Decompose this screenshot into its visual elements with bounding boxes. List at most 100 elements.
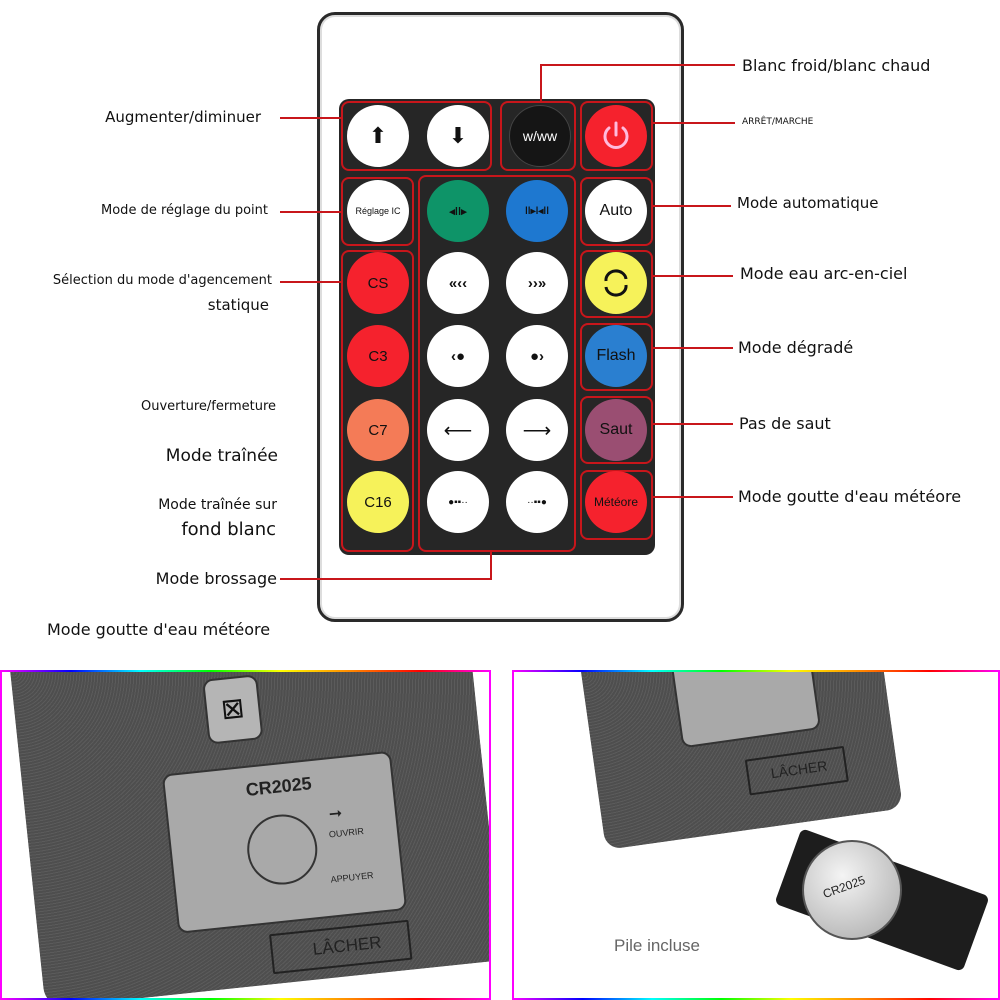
battery-plate: CR2025 ➞ OUVRIR APPUYER bbox=[161, 750, 408, 934]
reglage-ic-button[interactable]: Réglage IC bbox=[347, 180, 409, 242]
cycle-icon bbox=[604, 269, 628, 297]
remote-back-partial: LÂCHER bbox=[580, 670, 904, 851]
c3-button[interactable]: C3 bbox=[347, 325, 409, 387]
flash-button[interactable]: Flash bbox=[585, 325, 647, 387]
group-static bbox=[341, 250, 414, 552]
label-blanc: Blanc froid/blanc chaud bbox=[742, 56, 931, 75]
leader-line bbox=[653, 205, 731, 207]
lacher-tab: LÂCHER bbox=[269, 919, 413, 975]
chevrons-left-icon: «‹‹ bbox=[448, 274, 468, 292]
lacher-tab: LÂCHER bbox=[744, 745, 849, 796]
group-rainbow bbox=[580, 250, 653, 318]
arrow-right-icon: ⟶ bbox=[522, 419, 552, 442]
leader-line bbox=[540, 64, 542, 101]
auto-label: Auto bbox=[599, 202, 633, 219]
cs-button[interactable]: CS bbox=[347, 252, 409, 314]
label-goutte-left: Mode goutte d'eau météore bbox=[47, 620, 271, 639]
up-button[interactable]: ⬆ bbox=[347, 105, 409, 167]
remote-back: ⊠ CR2025 ➞ OUVRIR APPUYER LÂCHER bbox=[10, 670, 491, 1000]
group-reglage bbox=[341, 177, 414, 246]
trail-left-icon: ●▪▪·· bbox=[448, 496, 468, 508]
arrow-right-icon: ➞ bbox=[328, 805, 344, 824]
ouvrir-text: OUVRIR bbox=[328, 825, 365, 840]
saut-button[interactable]: Saut bbox=[585, 399, 647, 461]
label-ouverture: Ouverture/fermeture bbox=[140, 399, 276, 414]
down-button[interactable]: ⬇ bbox=[427, 105, 489, 167]
lacher-text: LÂCHER bbox=[769, 757, 829, 782]
meteore-label: Météore bbox=[593, 495, 639, 509]
chevrons-right-icon: ››» bbox=[527, 274, 547, 292]
group-power bbox=[580, 101, 653, 171]
leader-line bbox=[280, 281, 341, 283]
wwww-button[interactable]: w/ww bbox=[509, 105, 571, 167]
converge-button[interactable]: ǀǀ▸ǀ◂ǀǀ bbox=[506, 180, 568, 242]
cs-label: CS bbox=[367, 274, 389, 292]
battery-model: CR2025 bbox=[244, 773, 313, 800]
group-wwww bbox=[500, 101, 576, 171]
c7-label: C7 bbox=[368, 421, 388, 439]
white-trail-right-button[interactable]: ··▪▪● bbox=[506, 471, 568, 533]
chevron-dot-left-icon: ‹● bbox=[450, 347, 466, 365]
leader-line bbox=[653, 122, 735, 124]
group-modes bbox=[418, 175, 576, 552]
auto-button[interactable]: Auto bbox=[585, 180, 647, 242]
leader-line bbox=[653, 275, 733, 277]
c16-label: C16 bbox=[364, 493, 392, 511]
leader-line bbox=[653, 347, 733, 349]
expand-icon: ◂ǀǀ▸ bbox=[449, 205, 467, 218]
label-reglage: Mode de réglage du point bbox=[101, 203, 268, 218]
white-trail-left-button[interactable]: ●▪▪·· bbox=[427, 471, 489, 533]
label-trainee-blanc-1: Mode traînée sur bbox=[158, 497, 277, 513]
lacher-text: LÂCHER bbox=[311, 932, 383, 959]
group-saut bbox=[580, 396, 653, 464]
pile-incluse-caption: Pile incluse bbox=[614, 936, 700, 955]
label-degrade: Mode dégradé bbox=[738, 338, 854, 357]
appuyer-text: APPUYER bbox=[330, 870, 374, 885]
leader-line bbox=[280, 578, 492, 580]
label-selection-2: statique bbox=[207, 296, 269, 314]
chase-left-button[interactable]: «‹‹ bbox=[427, 252, 489, 314]
chevron-dot-right-icon: ●› bbox=[529, 347, 545, 365]
flash-label: Flash bbox=[596, 347, 636, 364]
leader-line bbox=[490, 552, 492, 579]
label-brossage: Mode brossage bbox=[155, 569, 277, 588]
power-icon bbox=[603, 121, 629, 149]
c3-label: C3 bbox=[368, 347, 388, 365]
converge-icon: ǀǀ▸ǀ◂ǀǀ bbox=[524, 205, 550, 217]
c16-button[interactable]: C16 bbox=[347, 471, 409, 533]
battery-plate bbox=[670, 670, 822, 749]
label-trainee-blanc-2: fond blanc bbox=[181, 519, 276, 540]
wwww-label: w/ww bbox=[522, 128, 558, 144]
group-flash bbox=[580, 323, 653, 391]
arrow-up-icon: ⬆ bbox=[368, 123, 388, 148]
coin-text: CR2025 bbox=[820, 872, 868, 902]
label-trainee: Mode traînée bbox=[165, 446, 278, 466]
label-selection-1: Sélection du mode d'agencement bbox=[52, 273, 272, 288]
leader-line bbox=[280, 117, 341, 119]
leader-line bbox=[653, 423, 733, 425]
label-saut: Pas de saut bbox=[739, 414, 831, 433]
open-close-left-button[interactable]: ‹● bbox=[427, 325, 489, 387]
arrow-down-icon: ⬇ bbox=[448, 123, 468, 148]
recycle-bin-icon: ⊠ bbox=[202, 674, 264, 745]
photo-battery-back: ⊠ CR2025 ➞ OUVRIR APPUYER LÂCHER bbox=[0, 670, 491, 1000]
photo-battery-included: LÂCHER CR2025 Pile incluse bbox=[512, 670, 1000, 1000]
label-arret: ARRÊT/MARCHE bbox=[742, 117, 814, 127]
trail-right-icon: ··▪▪● bbox=[527, 496, 547, 508]
meteore-button[interactable]: Météore bbox=[585, 471, 647, 533]
group-auto bbox=[580, 177, 653, 246]
label-augmenter: Augmenter/diminuer bbox=[105, 108, 261, 126]
leader-line bbox=[280, 211, 341, 213]
expand-button[interactable]: ◂ǀǀ▸ bbox=[427, 180, 489, 242]
open-close-right-button[interactable]: ●› bbox=[506, 325, 568, 387]
chase-right-button[interactable]: ››» bbox=[506, 252, 568, 314]
power-button[interactable] bbox=[585, 105, 647, 167]
trail-left-button[interactable]: ⟵ bbox=[427, 399, 489, 461]
rainbow-button[interactable] bbox=[585, 252, 647, 314]
arrow-left-icon: ⟵ bbox=[443, 419, 473, 442]
reglage-label: Réglage IC bbox=[355, 206, 401, 216]
trail-right-button[interactable]: ⟶ bbox=[506, 399, 568, 461]
coin-battery: CR2025 bbox=[802, 840, 902, 940]
leader-line bbox=[653, 496, 733, 498]
c7-button[interactable]: C7 bbox=[347, 399, 409, 461]
